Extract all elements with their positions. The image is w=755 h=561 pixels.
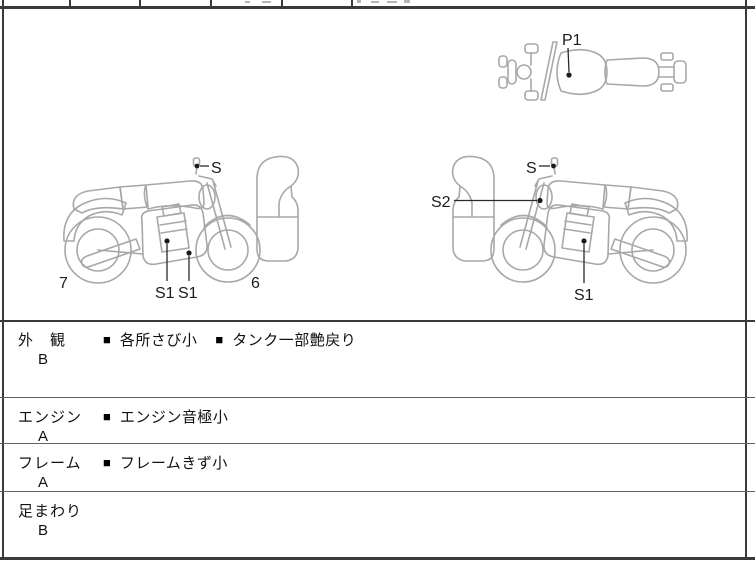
inspection-row-frame: フレーム A ■ フレームきず小: [0, 444, 755, 491]
damage-point: [581, 238, 587, 244]
engine-label-s1: S1: [574, 287, 594, 304]
header-divider: [210, 0, 212, 7]
motorcycle-right-side-diagram: S S2 S1: [431, 155, 688, 304]
mirror-icon: [524, 90, 539, 101]
rear-fender-tip: [660, 52, 674, 61]
inspection-row-undercarriage: 足まわり B: [0, 492, 755, 557]
grade-value: A: [38, 474, 49, 491]
grade-value: B: [38, 351, 49, 368]
rear-wheel: [673, 60, 687, 84]
border-left: [2, 0, 4, 559]
mirror-icon: [524, 43, 539, 54]
grade-value: B: [38, 522, 49, 539]
cutoff-text-remnant: [404, 0, 410, 3]
cutoff-text-remnant: [387, 1, 397, 3]
headlight-label-s2: S2: [431, 194, 451, 211]
engine-label-s1: S1: [155, 285, 175, 302]
comment-text: 各所さび小: [119, 332, 198, 349]
damage-point: [164, 238, 170, 244]
border-bottom: [0, 557, 755, 560]
steering-hub: [516, 64, 532, 80]
grade-value: A: [38, 428, 49, 445]
damage-point: [551, 163, 556, 169]
comment-bullet-icon: ■: [103, 332, 111, 347]
rear-number: 7: [59, 275, 68, 292]
header-divider: [139, 0, 141, 7]
front-fender-tip: [498, 55, 508, 68]
fuel-tank: [556, 48, 608, 96]
front-number: 6: [251, 275, 260, 292]
comment-text: フレームきず小: [119, 455, 228, 472]
category-label: フレーム: [18, 455, 82, 472]
header-divider: [351, 0, 353, 7]
header-divider: [69, 0, 71, 7]
cutoff-text-remnant: [371, 1, 379, 3]
table-top-line: [0, 320, 755, 322]
header-bottom-line: [0, 6, 755, 9]
inspection-row-engine: エンジン A ■ エンジン音極小: [0, 398, 755, 445]
comment-list: ■ フレームきず小: [103, 452, 246, 473]
comment-list: ■ 各所さび小 ■ タンク一部艶戻り: [103, 329, 374, 350]
comment-bullet-icon: ■: [215, 332, 224, 347]
front-wheel: [507, 59, 517, 85]
left-view-markers: S S1 S1 7 6: [59, 160, 260, 302]
top-view-markers: P1: [562, 32, 582, 78]
mirror-label-s: S: [526, 160, 537, 177]
inspection-row-exterior: 外 観 B ■ 各所さび小 ■ タンク一部艶戻り: [0, 321, 755, 397]
seat: [604, 57, 660, 87]
comment-text: エンジン音極小: [119, 409, 229, 426]
front-fender-tip: [498, 76, 508, 89]
category-label: エンジン: [18, 409, 83, 426]
right-view-markers: S S2 S1: [431, 160, 594, 304]
engine-label-s1: S1: [178, 285, 198, 302]
header-divider: [281, 0, 283, 7]
part-label-p1: P1: [562, 32, 582, 49]
comment-bullet-icon: ■: [103, 455, 111, 470]
rear-frame: [658, 66, 675, 78]
rear-fender-tip: [660, 83, 674, 92]
cutoff-text-remnant: [262, 1, 271, 3]
damage-point: [186, 250, 192, 256]
damage-point: [194, 163, 200, 169]
row-divider: [0, 491, 755, 492]
leader-line: [567, 47, 570, 73]
damage-point: [566, 72, 572, 78]
comment-text: タンク一部艶戻り: [232, 332, 357, 349]
row-divider: [0, 443, 755, 444]
category-label: 外 観: [18, 332, 67, 349]
comment-bullet-icon: ■: [103, 409, 111, 424]
cutoff-text-remnant: [357, 0, 361, 3]
row-divider: [0, 397, 755, 398]
cutoff-text-remnant: [245, 1, 250, 3]
windscreen-blade: [540, 41, 558, 101]
mirror-label-s: S: [211, 160, 222, 177]
motorcycle-top-view-diagram: P1: [498, 32, 687, 101]
border-right: [745, 0, 747, 559]
category-label: 足まわり: [18, 503, 83, 520]
damage-point: [537, 197, 543, 204]
comment-list: ■ エンジン音極小: [103, 406, 246, 427]
motorcycle-left-side-diagram: S S1 S1 7 6: [59, 155, 300, 302]
motorcycle-top-view-art: [498, 41, 687, 101]
